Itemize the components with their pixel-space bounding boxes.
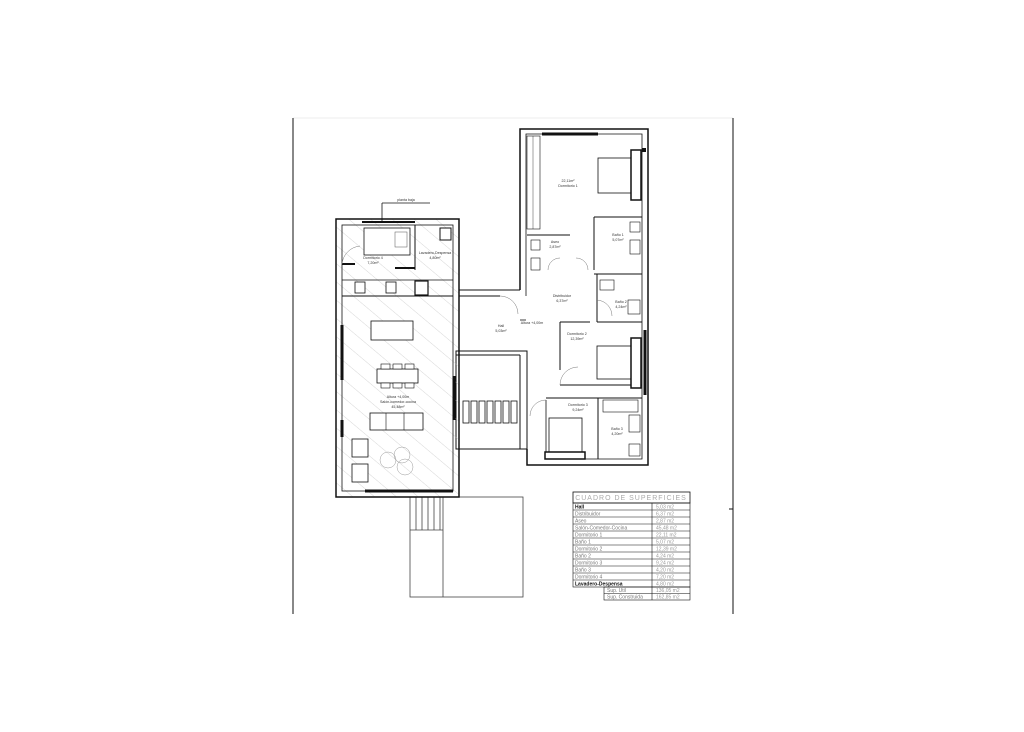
table-row-value: 4,20 m2 [656,568,674,574]
label-dormitorio1-area: 22,11m² [562,179,576,183]
link-corridor [459,289,520,315]
table-row-value: 2,87 m2 [656,519,674,525]
label-dormitorio1: Dormitorio 1 [558,184,578,188]
table-row-name: Lavadero-Despensa [575,582,623,588]
label-dormitorio3-area: 9,24m² [572,408,584,412]
label-hall-area: 5,03m² [495,329,507,333]
table-row-name: Hall [575,505,585,511]
label-lavadero: Lavadero-Despensa [419,251,451,255]
table-row-name: Dormitorio 2 [575,547,602,553]
porch [455,350,528,450]
sheet-frame [292,117,734,614]
label-bano2-area: 4,24m² [615,305,627,309]
label-bano1-area: 5,07m² [612,238,624,242]
table-row-name: Baño 3 [575,568,591,574]
table-row-value: 12,39 m2 [656,547,677,553]
table-title: CUADRO DE SUPERFICIES [575,495,687,502]
table-row-value: 7,20 m2 [656,575,674,581]
table-total-value: 162,85 m2 [656,595,680,601]
label-dormitorio2: Dormitorio 2 [567,332,587,336]
table-row-name: Dormitorio 3 [575,561,602,567]
label-distribuidor: Distribuidor [553,294,572,298]
label-plan-title: planta baja [397,198,415,202]
label-hall-altura: Altura +4,00m [521,321,543,325]
east-wing [519,128,649,466]
label-aseo-area: 2,87m² [549,245,561,249]
label-dormitorio2-area: 12,39m² [570,337,584,341]
label-aseo: Aseo [551,240,559,244]
table-row-name: Salón-Comedor-Cocina [575,526,627,532]
label-hall: Hall [498,324,504,328]
table-row-value: 9,24 m2 [656,561,674,567]
label-salon-area: 45,48m² [391,405,405,409]
table-row-value: 22,11 m2 [656,533,677,539]
table-row-name: Baño 1 [575,540,591,546]
table-total-name: Sup. Construida [607,595,643,601]
label-dormitorio3: Dormitorio 3 [568,403,588,407]
label-salon-altura: Altura +4,00m [387,395,409,399]
table-row-name: Aseo [575,519,587,525]
label-bano1: Baño 1 [612,233,623,237]
garden-outline [409,496,524,598]
table-total-name: Sup. Útil [607,587,626,594]
table-row-name: Distribuidor [575,512,601,518]
table-total-value: 136,05 m2 [656,588,680,594]
label-bano3-area: 4,20m² [611,432,623,436]
label-dormitorio4: Dormitorio 4 [363,256,383,260]
label-distribuidor-area: 6,37m² [556,299,568,303]
table-row-value: 4,80 m2 [656,582,674,588]
table-rows: Hall 5,03 m2 Distribuidor 6,37 m2 Aseo 2… [575,505,680,601]
table-row-value: 4,24 m2 [656,554,674,560]
label-bano2: Baño 2 [615,300,626,304]
table-row-value: 5,07 m2 [656,540,674,546]
surfaces-table: CUADRO DE SUPERFICIES Hall 5,03 m2 Distr… [572,491,691,601]
label-bano3: Baño 3 [611,427,622,431]
label-salon: Salón-comedor-cocina [380,400,416,404]
west-wing [335,202,460,498]
table-row-value: 5,03 m2 [656,505,674,511]
table-row-name: Baño 2 [575,554,591,560]
room-labels: 22,11m² Dormitorio 1 Baño 1 5,07m² Aseo … [363,179,627,436]
table-row-name: Dormitorio 4 [575,575,602,581]
table-row-value: 6,37 m2 [656,512,674,518]
label-dormitorio4-area: 7,20m² [367,261,379,265]
table-row-value: 45,48 m2 [656,526,677,532]
table-row-name: Dormitorio 1 [575,533,602,539]
label-lavadero-area: 4,80m² [429,256,441,260]
